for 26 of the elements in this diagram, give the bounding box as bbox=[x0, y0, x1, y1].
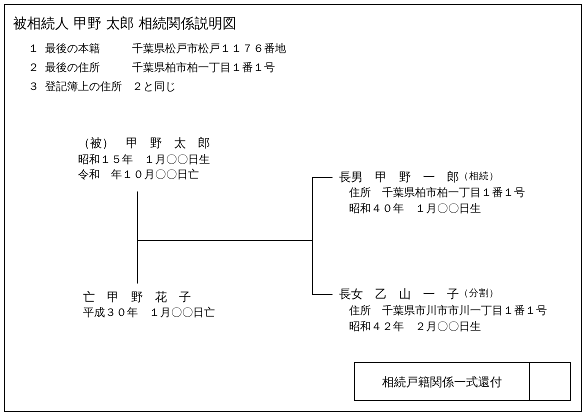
birth-date: 昭和１５年 １月〇〇日生 bbox=[78, 153, 210, 167]
item-label: 最後の本籍 bbox=[45, 42, 100, 56]
row-number: ２ bbox=[28, 61, 39, 75]
item-value: 千葉県柏市柏一丁目１番１号 bbox=[132, 61, 275, 75]
person-name: 長女 乙 山 一 子 bbox=[339, 287, 459, 301]
heir-status-note: （分割） bbox=[459, 287, 499, 301]
note-box bbox=[354, 362, 571, 401]
person-name: 亡 甲 野 花 子 bbox=[83, 290, 191, 304]
item-value: 千葉県松戸市松戸１１７６番地 bbox=[132, 42, 286, 56]
heir-status-note: （相続） bbox=[459, 170, 499, 184]
death-date: 令和 年１０月〇〇日亡 bbox=[78, 168, 199, 182]
item-label: 最後の住所 bbox=[45, 61, 100, 75]
diagram-title: 被相続人 甲野 太郎 相続関係説明図 bbox=[13, 15, 236, 33]
death-date: 平成３０年 １月〇〇日亡 bbox=[83, 306, 215, 320]
item-value: ２と同じ bbox=[132, 80, 176, 94]
row-number: １ bbox=[28, 42, 39, 56]
person-name: 長男 甲 野 一 郎 bbox=[339, 170, 459, 184]
address-text: 住所 千葉県柏市柏一丁目１番１号 bbox=[349, 186, 525, 200]
connector-line bbox=[137, 240, 333, 295]
item-label: 登記簿上の住所 bbox=[45, 80, 122, 94]
row-number: ３ bbox=[28, 80, 39, 94]
return-note: 相続戸籍関係一式還付 bbox=[382, 375, 502, 389]
birth-date: 昭和４２年 ２月〇〇日生 bbox=[349, 320, 481, 334]
address-text: 住所 千葉県市川市市川一丁目１番１号 bbox=[349, 304, 547, 318]
person-name: （被） 甲 野 太 郎 bbox=[78, 136, 210, 150]
birth-date: 昭和４０年 １月〇〇日生 bbox=[349, 202, 481, 216]
